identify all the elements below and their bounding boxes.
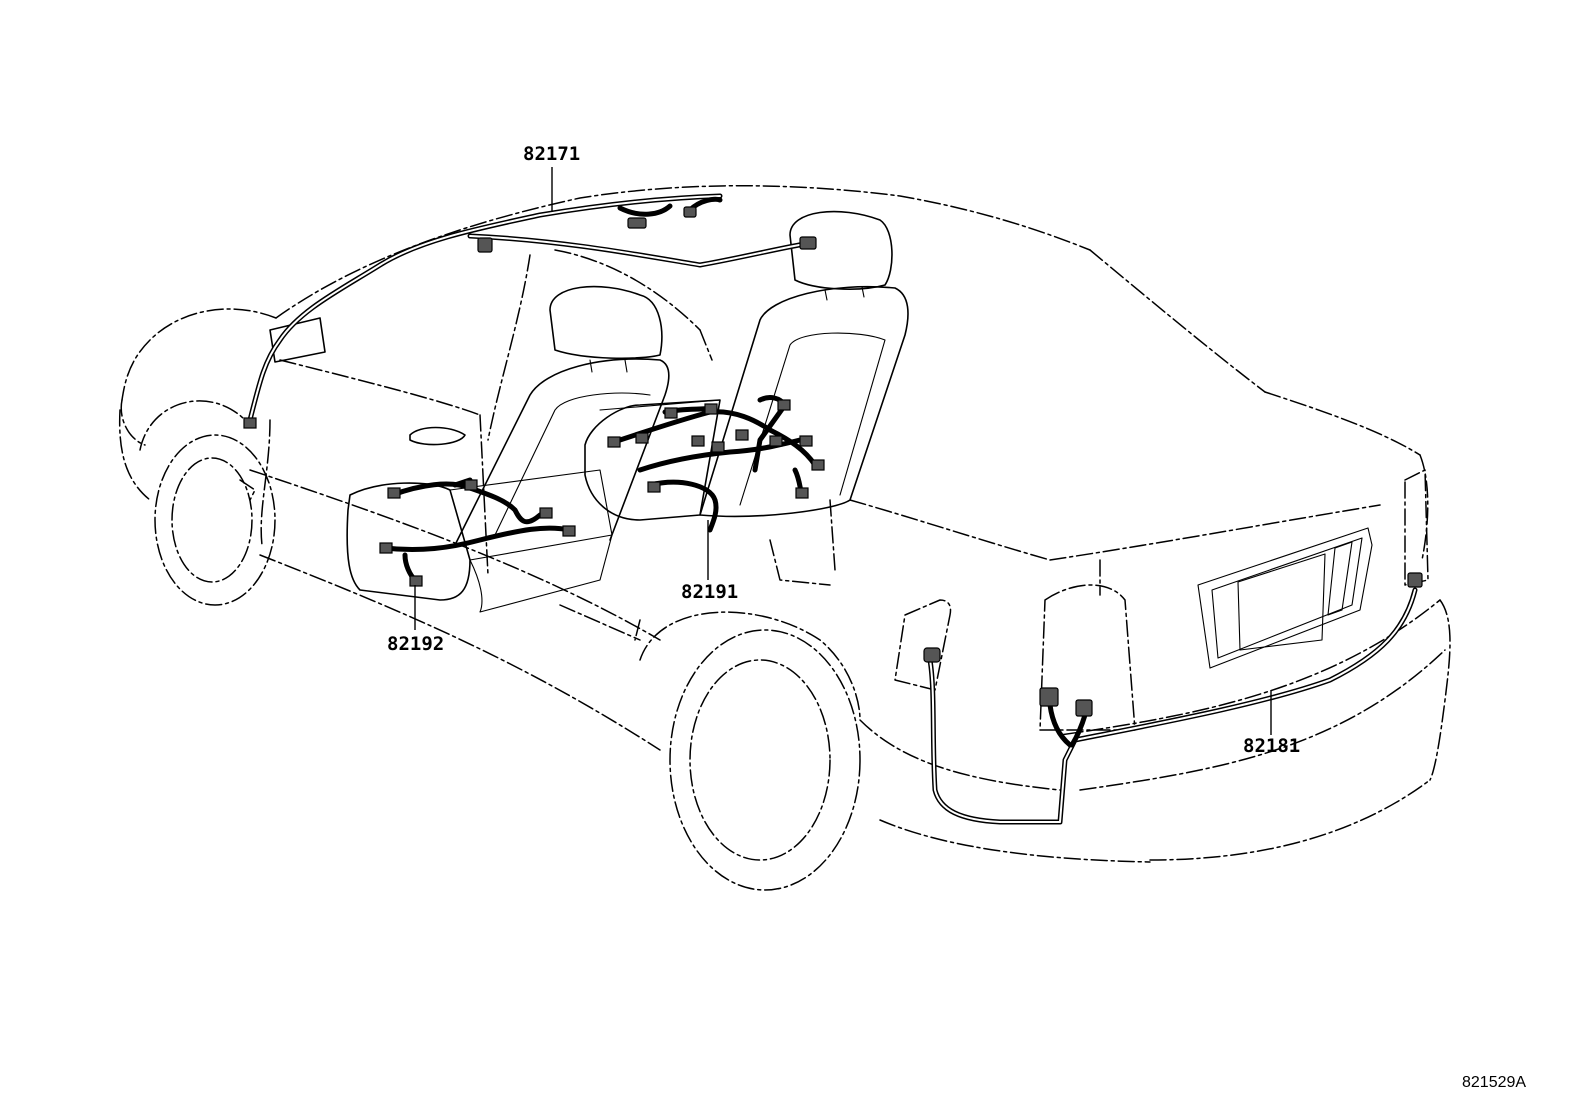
car-body-outline [118, 185, 1451, 891]
roof-wire-harness [243, 193, 817, 429]
callout-label-82181: 82181 [1243, 735, 1300, 757]
callout-label-82192: 82192 [387, 633, 444, 655]
front-seat [584, 210, 909, 521]
callout-label-82191: 82191 [681, 581, 738, 603]
license-plate-recess [1197, 527, 1373, 669]
front-seat-wire-harness [607, 395, 825, 533]
callout-82171[interactable]: 82171 [523, 143, 580, 212]
callout-82191[interactable]: 82191 [681, 520, 738, 603]
figure-id: 821529A [1462, 1074, 1526, 1091]
rear-seat-wire-harness [379, 477, 576, 587]
rear-wire-harness [923, 572, 1423, 825]
callout-82192[interactable]: 82192 [387, 585, 444, 655]
callout-label-82171: 82171 [523, 143, 580, 165]
callout-82181[interactable]: 82181 [1243, 690, 1300, 757]
rear-seat [346, 285, 670, 613]
